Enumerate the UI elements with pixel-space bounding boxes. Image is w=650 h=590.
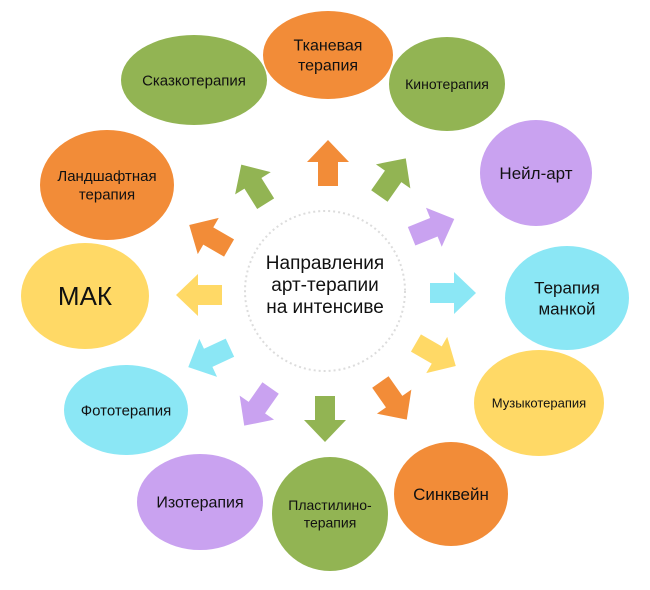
arrow-shape bbox=[189, 217, 235, 257]
arrow-shape bbox=[430, 272, 476, 314]
node-izo: Изотерапия bbox=[137, 454, 263, 550]
center-circle-shape bbox=[244, 210, 406, 372]
arrow-shape bbox=[188, 338, 235, 377]
center-label-line: арт-терапии bbox=[271, 275, 378, 296]
node-mankoy: Терапия манкой bbox=[505, 246, 629, 350]
arrow-to-landshaft bbox=[189, 217, 235, 257]
center-label-line: Направления bbox=[266, 253, 384, 274]
node-label: манкой bbox=[538, 300, 595, 319]
arrow-to-foto bbox=[188, 338, 235, 377]
node-muzyko: Музыкотерапия bbox=[474, 350, 604, 456]
arrow-to-mak bbox=[176, 274, 222, 316]
arrow-to-sinkvein bbox=[372, 376, 412, 420]
arrow-shape bbox=[307, 140, 349, 186]
node-foto: Фототерапия bbox=[64, 365, 188, 455]
node-ellipse bbox=[40, 130, 174, 240]
arrow-shape bbox=[371, 158, 411, 202]
arrow-shape bbox=[176, 274, 222, 316]
node-neil-art: Нейл-арт bbox=[480, 120, 592, 226]
arrow-shape bbox=[304, 396, 346, 442]
arrow-shape bbox=[410, 334, 456, 374]
node-kino: Кинотерапия bbox=[389, 37, 505, 131]
node-label: Ландшафтная bbox=[57, 168, 156, 185]
arrow-to-muzyko bbox=[410, 334, 456, 374]
node-ellipse bbox=[263, 11, 393, 99]
arrow-to-izo bbox=[239, 382, 279, 426]
node-label: МАК bbox=[58, 281, 112, 311]
arrow-shape bbox=[239, 382, 279, 426]
arrow-to-skazko bbox=[235, 164, 275, 209]
node-label: терапия bbox=[298, 58, 358, 75]
node-label: Изотерапия bbox=[156, 495, 243, 512]
node-ellipse bbox=[64, 365, 188, 455]
arrow-shape bbox=[372, 376, 412, 420]
node-ellipse bbox=[137, 454, 263, 550]
node-label: Музыкотерапия bbox=[492, 396, 586, 411]
node-label: Синквейн bbox=[413, 485, 489, 504]
arrow-shape bbox=[235, 164, 275, 209]
node-ellipse bbox=[505, 246, 629, 350]
node-label: Пластилино- bbox=[288, 497, 372, 513]
node-label: Терапия bbox=[534, 278, 600, 297]
arrow-to-plastilino bbox=[304, 396, 346, 442]
node-label: Сказкотерапия bbox=[142, 72, 246, 89]
arrow-to-mankoy bbox=[430, 272, 476, 314]
arrow-shape bbox=[407, 207, 455, 247]
node-label: Кинотерапия bbox=[405, 76, 489, 92]
node-ellipse bbox=[394, 442, 508, 546]
node-ellipse bbox=[389, 37, 505, 131]
arrow-to-kino bbox=[371, 158, 411, 202]
node-label: Тканевая bbox=[294, 38, 363, 55]
node-ellipse bbox=[480, 120, 592, 226]
node-ellipse bbox=[21, 243, 149, 349]
node-landshaft: Ландшафтная терапия bbox=[40, 130, 174, 240]
arrow-to-neil-art bbox=[407, 207, 455, 247]
node-label: терапия bbox=[79, 187, 135, 204]
node-ellipse bbox=[474, 350, 604, 456]
node-mak: МАК bbox=[21, 243, 149, 349]
node-tkanevaya: Тканевая терапия bbox=[263, 11, 393, 99]
node-ellipse bbox=[272, 457, 388, 571]
node-ellipse bbox=[121, 35, 267, 125]
node-plastilino: Пластилино-терапия bbox=[272, 457, 388, 571]
node-label: Фототерапия bbox=[81, 402, 171, 419]
center-label-line: на интенсиве bbox=[266, 297, 384, 318]
arrow-to-tkanevaya bbox=[307, 140, 349, 186]
node-label: терапия bbox=[304, 515, 357, 531]
node-sinkvein: Синквейн bbox=[394, 442, 508, 546]
node-label: Нейл-арт bbox=[499, 164, 572, 183]
node-skazko: Сказкотерапия bbox=[121, 35, 267, 125]
